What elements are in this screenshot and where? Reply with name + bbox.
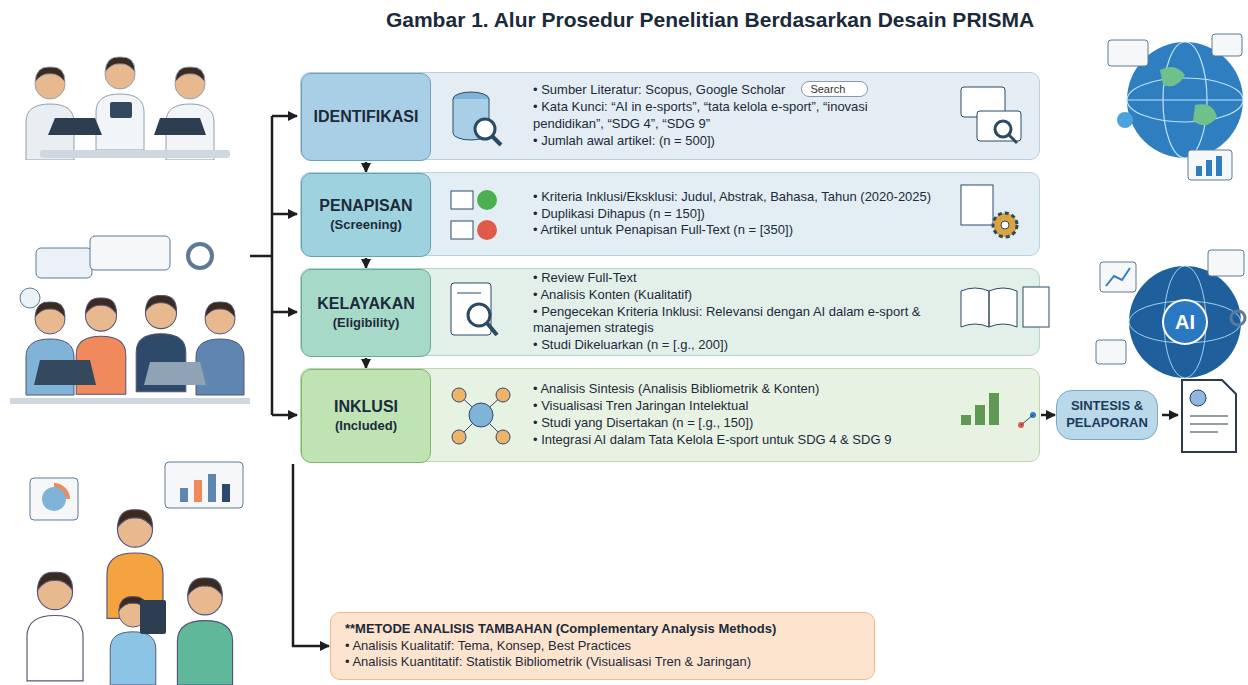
bullet-text: • Studi Dikeluarkan (n = [.g., 200]): [533, 337, 938, 353]
text-body: KELAYAKAN(Eligibility): [302, 270, 430, 356]
stage-box: INKLUSI(Included): [301, 369, 431, 463]
bullet-text: • Integrasi AI dalam Tata Kelola E-sport…: [533, 432, 938, 449]
text-body: • Kriteria Inklusi/Eksklusi: Judul, Abst…: [533, 175, 938, 253]
bullet-text: • Review Full-Text: [533, 271, 938, 287]
icon: [452, 388, 510, 444]
bullet-text: • Visualisasi Tren Jaringan Intelektual: [533, 398, 938, 415]
globe-illustration: [1108, 34, 1243, 180]
icon: [961, 185, 1017, 237]
process-box: SINTESIS & PELAPORAN: [1056, 390, 1158, 440]
text-body: SINTESIS & PELAPORAN: [1057, 391, 1157, 439]
flow-arrow: [365, 358, 368, 368]
box-label: SINTESIS & PELAPORAN: [1063, 398, 1151, 432]
icon: [451, 283, 497, 335]
flow-arrow: [365, 258, 368, 268]
stage-band: • Sumber Literatur: Scopus, Google Schol…: [300, 72, 1040, 160]
stage-title: INKLUSI: [334, 397, 398, 418]
bullet-text: • Pengecekan Kriteria Inklusi: Relevansi…: [533, 304, 938, 338]
flow-arrow: [365, 162, 368, 172]
text-body: • Analisis Sintesis (Analisis Bibliometr…: [533, 371, 938, 459]
bullet-text: • Analisis Sintesis (Analisis Bibliometr…: [533, 381, 938, 398]
team-illustration: [10, 236, 250, 404]
globe-illustration: [1096, 250, 1245, 378]
bullet-text: • Analisis Kuantitatif: Statistik Biblio…: [345, 654, 864, 671]
flow-arrow: [1041, 414, 1055, 417]
stage-band: • Review Full-Text• Analisis Konten (Kua…: [300, 268, 1040, 356]
stage-title: PENAPISAN: [319, 196, 412, 217]
stage-subtitle: (Screening): [330, 217, 402, 234]
icon: [451, 190, 497, 240]
globe-label: AI: [1175, 311, 1195, 334]
bullet-text: • Kriteria Inklusi/Eksklusi: Judul, Abst…: [533, 189, 938, 206]
stage-box: PENAPISAN(Screening): [301, 173, 431, 257]
stage-box: KELAYAKAN(Eligibility): [301, 269, 431, 357]
bullet-text: • Jumlah awal artikel: (n = 500]): [533, 133, 938, 150]
icon: [961, 393, 1036, 428]
icon: [453, 92, 501, 145]
text-body: INKLUSI(Included): [302, 370, 430, 462]
stage-box: IDENTIFIKASI: [301, 73, 431, 161]
stage-subtitle: (Eligibility): [333, 315, 399, 332]
report-icon: [1162, 380, 1236, 452]
bullet-text: • Artikel untuk Penapisan Full-Text (n =…: [533, 222, 938, 239]
text-body: • Review Full-Text• Analisis Konten (Kua…: [533, 271, 938, 353]
bullet-text: • Studi yang Disertakan (n = [.g., 150]): [533, 415, 938, 432]
icon: [961, 87, 1021, 143]
text-body: IDENTIFIKASI: [302, 74, 430, 160]
bullet-text: • Kata Kunci: “AI in e-sports”, “tata ke…: [533, 99, 938, 133]
figure-title: Gambar 1. Alur Prosedur Penelitian Berda…: [250, 8, 1170, 32]
stage-title: IDENTIFIKASI: [314, 107, 419, 128]
stage-band: • Kriteria Inklusi/Eksklusi: Judul, Abst…: [300, 172, 1040, 256]
text-body: • Sumber Literatur: Scopus, Google Schol…: [533, 75, 938, 157]
text-body: PENAPISAN(Screening): [302, 174, 430, 256]
bullet-text: • Analisis Kualitatif: Tema, Konsep, Bes…: [345, 638, 864, 655]
bullet-text: • Duplikasi Dihapus (n = 150]): [533, 206, 938, 223]
bullet-text: • Analisis Konten (Kualitatif): [533, 287, 938, 304]
flow-arrow: [293, 464, 329, 646]
bracket-arrows: [250, 116, 297, 415]
stage-title: KELAYAKAN: [317, 294, 415, 315]
method-box: **METODE ANALISIS TAMBAHAN (Complementar…: [330, 612, 875, 680]
bullet-text: • Sumber Literatur: Scopus, Google Schol…: [533, 82, 938, 99]
stage-band: • Analisis Sintesis (Analisis Bibliometr…: [300, 368, 1040, 462]
text-body: **METODE ANALISIS TAMBAHAN (Complementar…: [345, 615, 864, 677]
icon: [961, 287, 1049, 327]
box-heading: **METODE ANALISIS TAMBAHAN (Complementar…: [345, 621, 864, 638]
team-illustration: [26, 57, 230, 160]
stage-subtitle: (Included): [335, 418, 397, 435]
team-illustration: [27, 462, 243, 685]
